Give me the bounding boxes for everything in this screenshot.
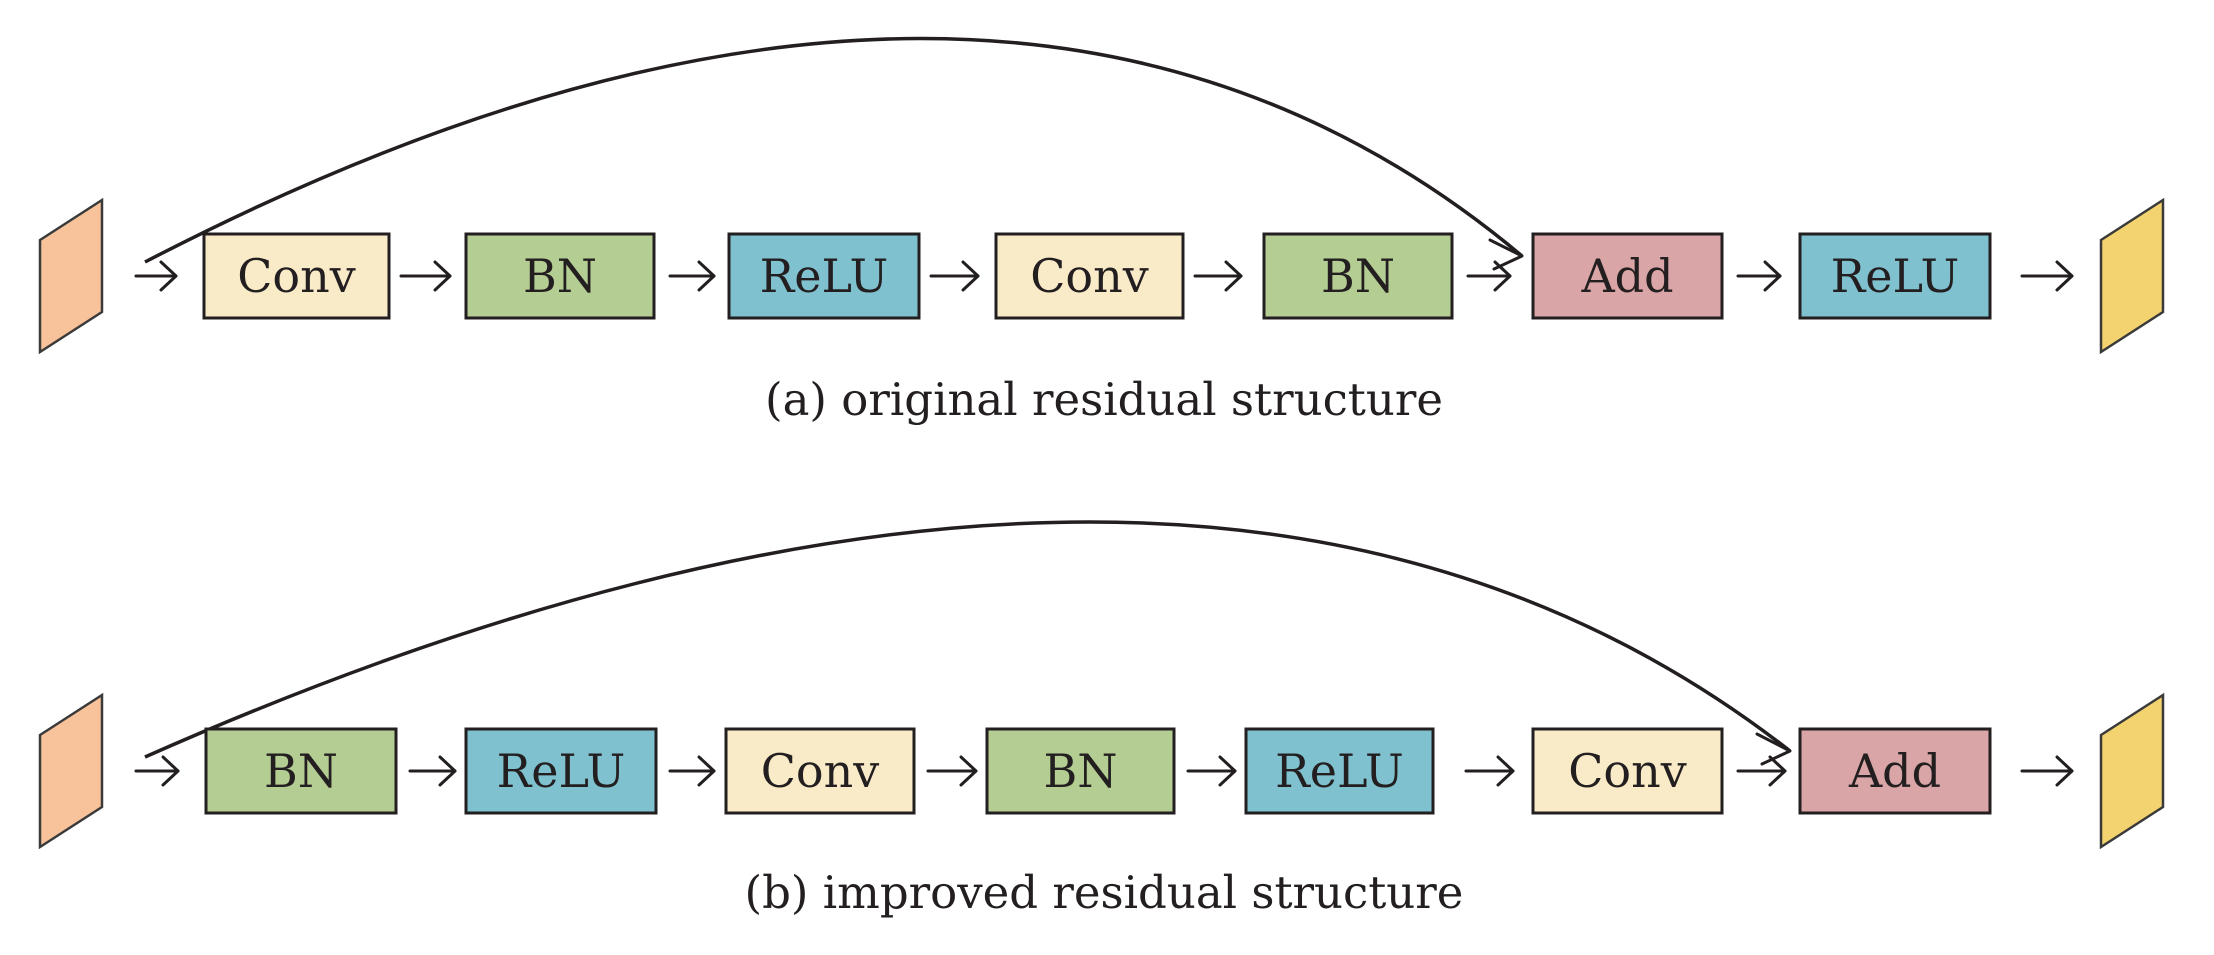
block-label: ReLU: [1831, 249, 1960, 303]
skip-connection: [144, 36, 1524, 264]
block-relu: ReLU: [1244, 727, 1435, 815]
block-label: Conv: [761, 744, 880, 798]
block-bn: BN: [1262, 232, 1454, 320]
block-label: Conv: [237, 249, 356, 303]
block-label: Conv: [1568, 744, 1687, 798]
output-feature-map: [2099, 197, 2165, 355]
flow-arrow: [668, 755, 716, 787]
structure-improved: BN ReLU Conv BN ReLU Conv Add (b) improved resi…: [38, 520, 2165, 919]
flow-arrow: [1186, 755, 1237, 787]
caption-original: (a) original residual structure: [765, 373, 1443, 426]
skip-connection-arrowhead: [1488, 238, 1524, 271]
block-label: Add: [1848, 744, 1941, 798]
block-label: Conv: [1030, 249, 1149, 303]
block-label: ReLU: [497, 744, 626, 798]
block-relu: ReLU: [1798, 232, 1992, 320]
flow-arrow: [2020, 755, 2074, 787]
block-add: Add: [1798, 727, 1992, 815]
output-feature-map: [2099, 692, 2165, 850]
skip-connection-arrowhead: [1755, 732, 1792, 766]
flow-arrow: [1736, 260, 1782, 292]
flow-arrow: [1466, 260, 1512, 292]
block-relu: ReLU: [464, 727, 658, 815]
flow-arrow: [1736, 755, 1787, 787]
block-conv: Conv: [202, 232, 391, 320]
input-feature-map: [38, 197, 104, 355]
block-bn: BN: [204, 727, 398, 815]
flow-arrow: [929, 260, 980, 292]
block-add: Add: [1531, 232, 1724, 320]
block-label: BN: [523, 249, 597, 303]
flow-arrow: [1464, 755, 1515, 787]
block-label: BN: [264, 744, 338, 798]
block-conv: Conv: [724, 727, 916, 815]
block-conv: Conv: [1531, 727, 1724, 815]
block-bn: BN: [464, 232, 656, 320]
caption-improved: (b) improved residual structure: [745, 866, 1464, 919]
block-label: ReLU: [1275, 744, 1404, 798]
skip-connection: [144, 520, 1792, 759]
block-label: Add: [1580, 249, 1673, 303]
block-conv: Conv: [994, 232, 1185, 320]
flow-arrow: [134, 755, 180, 787]
block-bn: BN: [985, 727, 1176, 815]
structure-original: Conv BN ReLU Conv BN Add ReLU (a) original resi…: [38, 36, 2165, 426]
flow-arrow: [668, 260, 716, 292]
flow-arrow: [2020, 260, 2074, 292]
block-label: BN: [1043, 744, 1117, 798]
block-relu: ReLU: [727, 232, 921, 320]
block-label: ReLU: [760, 249, 889, 303]
flow-arrow: [926, 755, 978, 787]
flow-arrow: [408, 755, 457, 787]
flow-arrow: [134, 260, 178, 292]
flow-arrow: [399, 260, 452, 292]
block-label: BN: [1321, 249, 1395, 303]
input-feature-map: [38, 692, 104, 850]
flow-arrow: [1193, 260, 1243, 292]
